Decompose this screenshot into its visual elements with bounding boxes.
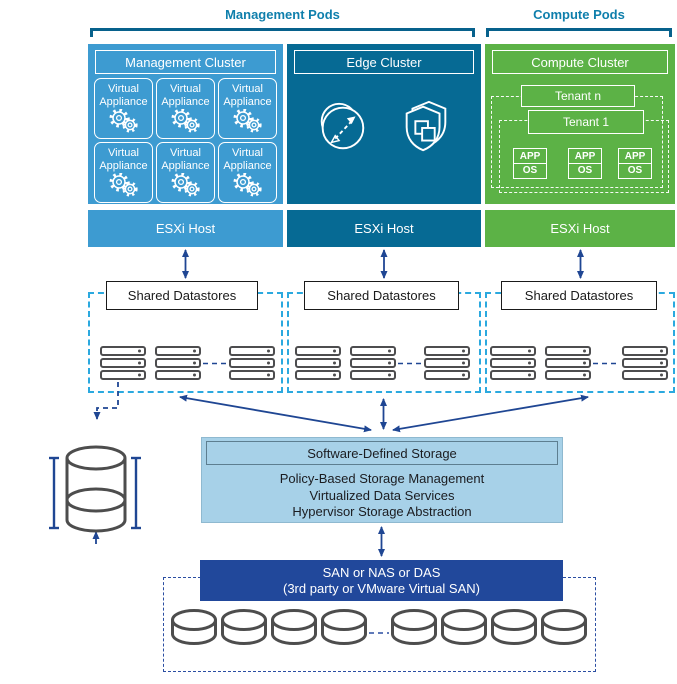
appliance-label-line1: Virtual bbox=[232, 147, 263, 159]
os-label: OS bbox=[627, 165, 643, 176]
sds-capability-line: Hypervisor Storage Abstraction bbox=[292, 504, 472, 519]
sds-header: Software-Defined Storage bbox=[206, 441, 558, 465]
esxi-host-bar-compute: ESXi Host bbox=[485, 210, 675, 247]
appliance-label-line2: Appliance bbox=[99, 96, 148, 108]
edge-cluster-title: Edge Cluster bbox=[346, 54, 422, 70]
management-cluster-box: Management Cluster Virtual Appliance Vir… bbox=[88, 44, 283, 204]
os-label: OS bbox=[577, 165, 593, 176]
esxi-host-label: ESXi Host bbox=[354, 221, 414, 236]
scale-circles-icon bbox=[320, 102, 365, 150]
management-cluster-title: Management Cluster bbox=[125, 54, 246, 70]
app-os-divider bbox=[569, 163, 601, 164]
rack-server-icon bbox=[545, 346, 591, 380]
compute-pods-label: Compute Pods bbox=[533, 6, 625, 22]
appliance-label-line1: Virtual bbox=[170, 147, 201, 159]
san-label-line1: SAN or NAS or DAS bbox=[322, 564, 441, 580]
esxi-datastore-arrows bbox=[182, 249, 584, 279]
capacity-bracket-left bbox=[49, 456, 59, 530]
edge-cluster-icons bbox=[287, 98, 481, 156]
rack-server-icon bbox=[295, 346, 341, 380]
rack-server-icon bbox=[155, 346, 201, 380]
virtual-appliance-tile: Virtual Appliance bbox=[94, 142, 153, 203]
tenant-n-box: Tenant n bbox=[521, 85, 635, 107]
virtual-appliance-tile: Virtual Appliance bbox=[218, 142, 277, 203]
virtual-appliance-tile: Virtual Appliance bbox=[156, 142, 215, 203]
gear-pair-icon bbox=[109, 173, 138, 197]
esxi-host-bar-management: ESXi Host bbox=[88, 210, 283, 247]
tenant-n-label: Tenant n bbox=[554, 89, 602, 103]
app-os-box: APP OS bbox=[513, 148, 547, 179]
compute-pods-bracket bbox=[486, 28, 672, 37]
san-label-line2: (3rd party or VMware Virtual SAN) bbox=[283, 580, 480, 596]
shared-datastores-box: Shared Datastores bbox=[304, 281, 459, 310]
app-label: APP bbox=[624, 151, 646, 162]
appliance-label-line2: Appliance bbox=[223, 160, 272, 172]
esxi-host-bar-edge: ESXi Host bbox=[287, 210, 481, 247]
appliance-label-line1: Virtual bbox=[232, 83, 263, 95]
esxi-host-label: ESXi Host bbox=[550, 221, 610, 236]
edge-cluster-header: Edge Cluster bbox=[294, 50, 474, 74]
management-pods-bracket bbox=[90, 28, 475, 37]
appliance-label-line1: Virtual bbox=[108, 83, 139, 95]
gear-pair-icon bbox=[233, 109, 262, 133]
app-os-divider bbox=[619, 163, 651, 164]
management-pods-label: Management Pods bbox=[225, 6, 340, 22]
shared-datastores-box: Shared Datastores bbox=[106, 281, 258, 310]
shared-datastores-label: Shared Datastores bbox=[524, 288, 634, 303]
gear-pair-icon bbox=[233, 173, 262, 197]
appliance-label-line2: Appliance bbox=[99, 160, 148, 172]
gear-pair-icon bbox=[109, 109, 138, 133]
os-label: OS bbox=[522, 165, 538, 176]
compute-cluster-box: Compute Cluster Tenant n Tenant 1 APP OS… bbox=[485, 44, 675, 204]
app-label: APP bbox=[519, 151, 541, 162]
edge-cluster-box: Edge Cluster bbox=[287, 44, 481, 204]
compute-cluster-title: Compute Cluster bbox=[531, 54, 629, 70]
shared-datastores-label: Shared Datastores bbox=[327, 288, 436, 303]
esxi-host-label: ESXi Host bbox=[155, 221, 216, 236]
tenant-1-box: Tenant 1 bbox=[528, 110, 644, 134]
sds-capability-line: Policy-Based Storage Management bbox=[279, 471, 485, 486]
rack-server-icon bbox=[100, 346, 146, 380]
appliance-label-line2: Appliance bbox=[161, 96, 210, 108]
app-os-box: APP OS bbox=[618, 148, 652, 179]
appliance-label-line1: Virtual bbox=[170, 83, 201, 95]
rack-server-icon bbox=[424, 346, 470, 380]
appliance-label-line1: Virtual bbox=[108, 147, 139, 159]
virtual-appliance-tile: Virtual Appliance bbox=[218, 78, 277, 139]
software-defined-storage-box: Software-Defined Storage Policy-Based St… bbox=[201, 437, 563, 523]
rack-server-icon bbox=[490, 346, 536, 380]
disk-stack-cylinder-icon bbox=[65, 445, 127, 533]
rack-server-icon bbox=[622, 346, 668, 380]
shared-datastores-label: Shared Datastores bbox=[127, 288, 237, 303]
gear-pair-icon bbox=[171, 109, 200, 133]
virtual-appliance-tile: Virtual Appliance bbox=[94, 78, 153, 139]
sds-capability-line: Virtualized Data Services bbox=[309, 487, 455, 503]
app-os-box: APP OS bbox=[568, 148, 602, 179]
pods-to-sds-arrows bbox=[179, 394, 589, 433]
shield-vm-icon bbox=[405, 100, 447, 152]
capacity-bracket-right bbox=[131, 456, 141, 530]
gear-pair-icon bbox=[171, 173, 200, 197]
virtual-appliance-tile: Virtual Appliance bbox=[156, 78, 215, 139]
tenant-1-label: Tenant 1 bbox=[562, 115, 610, 129]
san-nas-das-box: SAN or NAS or DAS (3rd party or VMware V… bbox=[200, 560, 563, 601]
app-label: APP bbox=[574, 151, 596, 162]
app-os-divider bbox=[514, 163, 546, 164]
sds-title: Software-Defined Storage bbox=[307, 445, 457, 461]
rack-server-icon bbox=[229, 346, 275, 380]
sds-capabilities: Policy-Based Storage Management Virtuali… bbox=[202, 471, 562, 521]
compute-cluster-header: Compute Cluster bbox=[492, 50, 668, 74]
shared-datastores-box: Shared Datastores bbox=[501, 281, 657, 310]
rack-server-icon bbox=[350, 346, 396, 380]
management-cluster-header: Management Cluster bbox=[95, 50, 276, 74]
appliance-label-line2: Appliance bbox=[223, 96, 272, 108]
appliance-label-line2: Appliance bbox=[161, 160, 210, 172]
